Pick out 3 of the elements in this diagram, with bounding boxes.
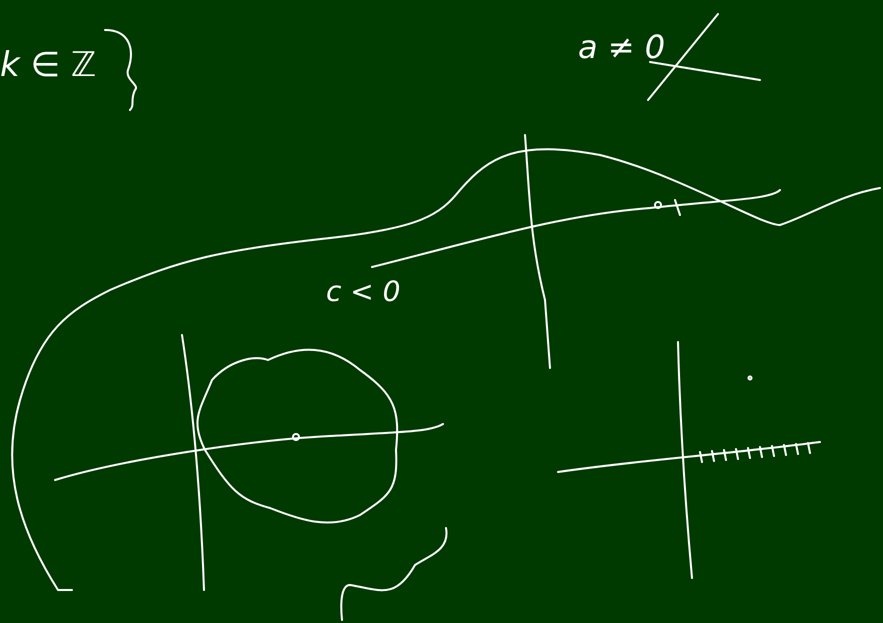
crossed-out-condition-text: a ≠ 0 [578,28,666,66]
condition-text: c < 0 [326,275,400,308]
set-condition-text: k ∈ ℤ [0,45,96,85]
